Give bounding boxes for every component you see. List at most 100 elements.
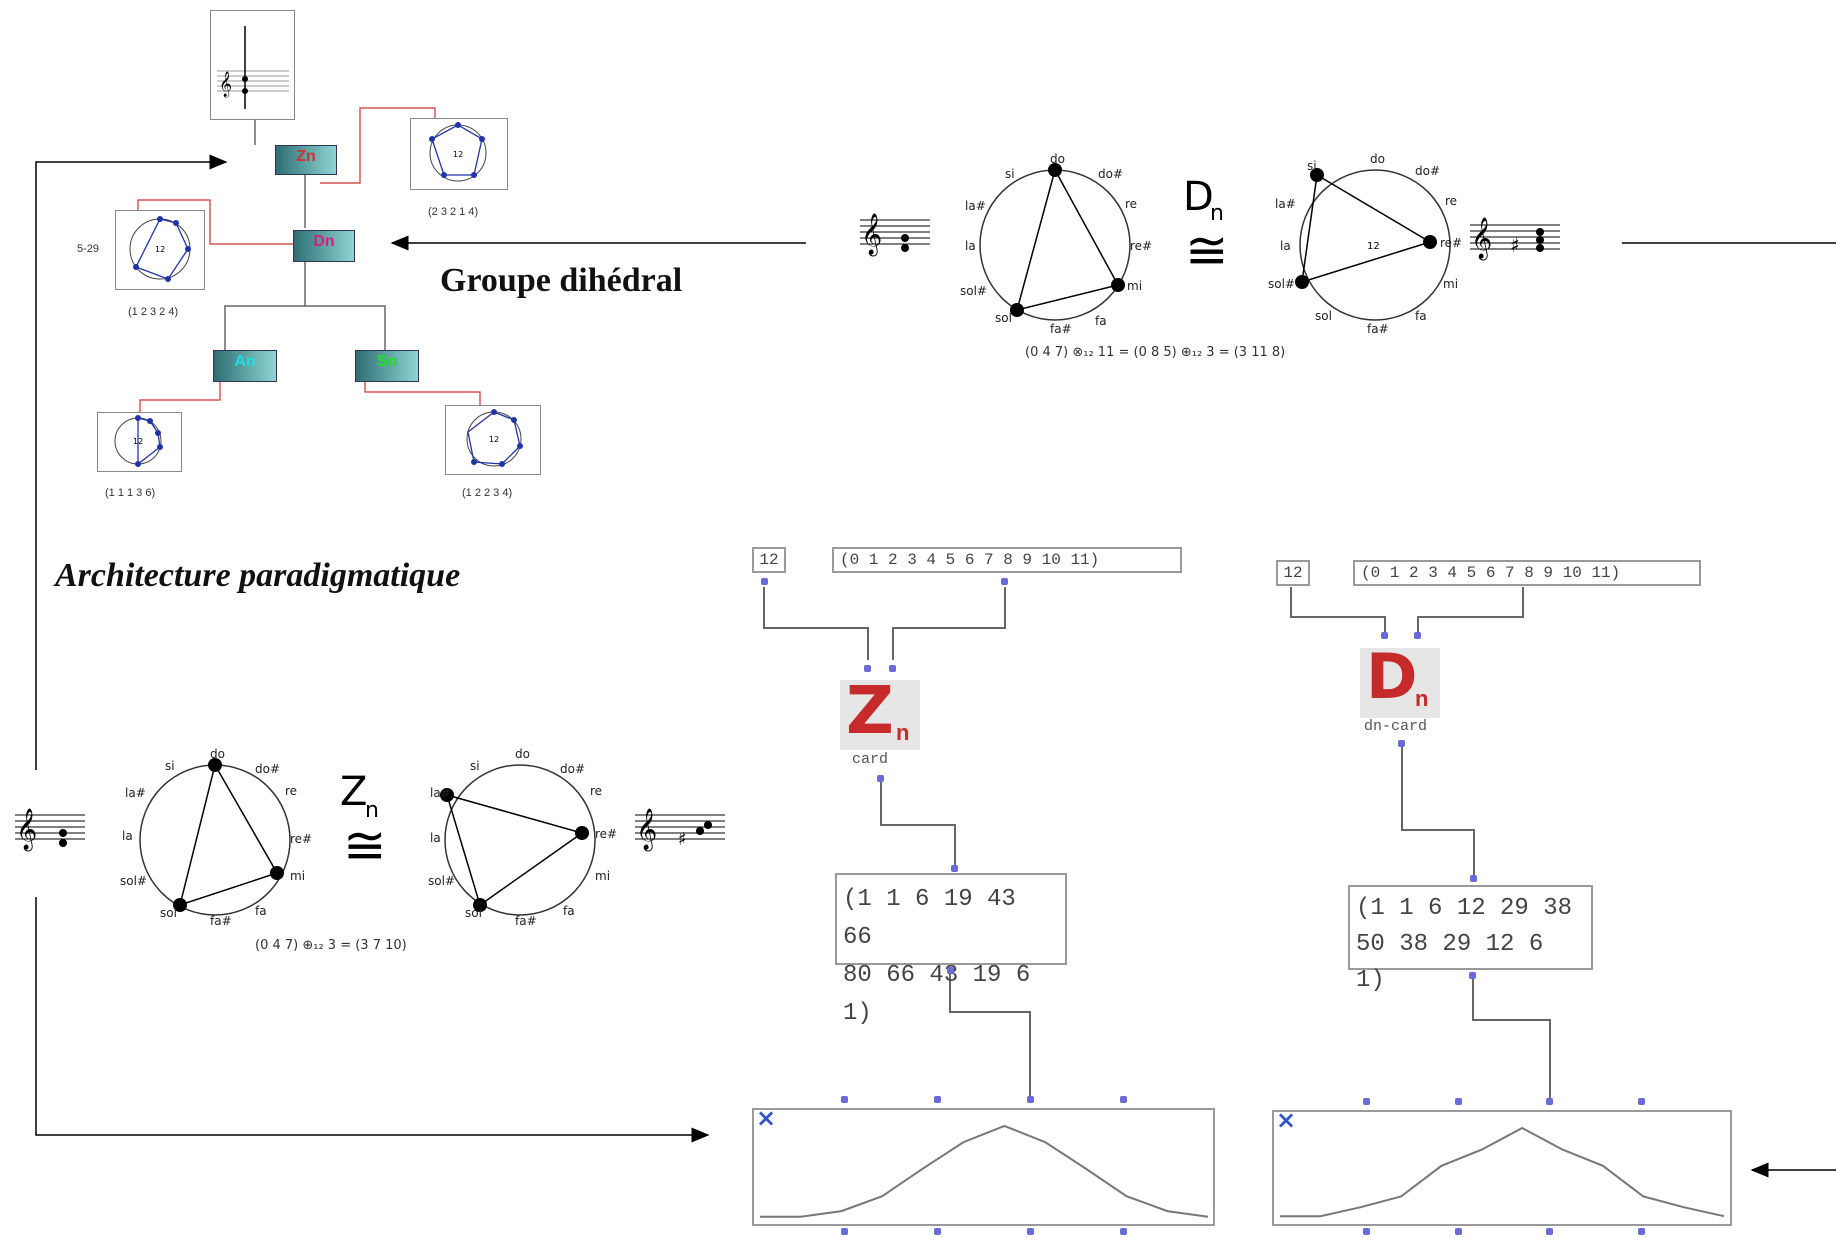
svg-text:♯: ♯ — [1510, 233, 1520, 257]
dn-icon[interactable]: Dn — [293, 230, 355, 262]
outlet-dot[interactable] — [947, 967, 954, 974]
inlet-dot[interactable] — [951, 865, 958, 872]
outlet-dot[interactable] — [1398, 740, 1405, 747]
svg-text:mi: mi — [1443, 277, 1458, 291]
inlet-dot[interactable] — [1455, 1098, 1462, 1105]
svg-text:do#: do# — [560, 762, 585, 776]
svg-text:re: re — [285, 784, 297, 798]
svg-text:fa#: fa# — [1050, 322, 1072, 336]
inlet-dot[interactable] — [1120, 1096, 1127, 1103]
inlet-dot[interactable] — [841, 1096, 848, 1103]
close-icon[interactable]: × — [756, 1104, 777, 1132]
caption-bottom-right: (1 2 2 3 4) — [462, 487, 513, 499]
svg-text:(0 4 7) ⊗₁₂ 11 = (0 8 5) ⊕: (0 4 7) ⊗₁₂ 11 = (0 8 5) ⊕₁₂ 3 = (3 11 8… — [1025, 345, 1285, 360]
svg-text:si: si — [1307, 159, 1317, 173]
outlet-dot[interactable] — [1455, 1228, 1462, 1235]
svg-text:♯: ♯ — [678, 829, 687, 850]
outlet-dot[interactable] — [761, 578, 768, 585]
svg-text:sol: sol — [1315, 309, 1332, 323]
score-icon-right: 𝄞 ♯ — [635, 808, 725, 851]
svg-text:fa#: fa# — [1367, 322, 1389, 336]
svg-text:re#: re# — [595, 827, 617, 841]
pitch-circle-icon: 12 — [114, 415, 163, 467]
inlet-dot[interactable] — [1027, 1096, 1034, 1103]
svg-text:D: D — [1183, 174, 1214, 220]
list-box[interactable]: (0 1 2 3 4 5 6 7 8 9 10 11) — [1353, 560, 1701, 586]
zn-caption: card — [852, 751, 889, 768]
svg-text:12: 12 — [155, 245, 165, 254]
svg-text:si: si — [1005, 167, 1015, 181]
score-window[interactable]: 𝄞 — [210, 10, 295, 120]
bpf-curve — [1280, 1126, 1725, 1218]
zn-icon[interactable]: Zn — [275, 145, 337, 175]
outlet-dot[interactable] — [877, 775, 884, 782]
number-box[interactable]: 12 — [752, 547, 786, 573]
staff-icon: 𝄞 — [217, 26, 289, 109]
inlet-dot[interactable] — [1363, 1098, 1370, 1105]
svg-text:la: la — [1280, 239, 1291, 253]
inlet-dot[interactable] — [864, 665, 871, 672]
zn-card-icon[interactable]: Z n — [840, 672, 920, 750]
svg-text:𝄞: 𝄞 — [219, 71, 232, 97]
svg-text:12: 12 — [133, 437, 143, 446]
icon-sub: n — [1415, 686, 1429, 711]
caption-left: (1 2 3 2 4) — [128, 306, 179, 318]
svg-text:la#: la# — [125, 786, 146, 800]
icon-main: Z — [846, 672, 894, 749]
inlet-dot[interactable] — [889, 665, 896, 672]
inlet-dot[interactable] — [1546, 1098, 1553, 1105]
inlet-dot[interactable] — [1414, 632, 1421, 639]
result-list-box[interactable]: (1 1 6 19 43 66 80 66 43 19 6 1) — [835, 873, 1067, 1027]
svg-text:≅: ≅ — [1185, 221, 1229, 281]
svg-text:fa: fa — [1415, 309, 1427, 323]
svg-text:fa: fa — [255, 904, 267, 918]
sn-icon[interactable]: Sn — [355, 350, 419, 382]
svg-text:sol#: sol# — [428, 874, 455, 888]
clock-circle-left[interactable]: 12 — [115, 210, 205, 290]
inlet-dot[interactable] — [1638, 1098, 1645, 1105]
an-icon[interactable]: An — [213, 350, 277, 382]
outlet-dot[interactable] — [1027, 1228, 1034, 1235]
pitch-circle-icon: 12 — [429, 122, 487, 182]
svg-text:Z: Z — [340, 769, 367, 815]
svg-text:fa#: fa# — [515, 914, 537, 928]
svg-text:la#: la# — [1275, 197, 1296, 211]
outlet-dot[interactable] — [1363, 1228, 1370, 1235]
outlet-dot[interactable] — [841, 1228, 848, 1235]
clock-circle-bottom-right[interactable]: 12 — [445, 405, 541, 475]
inlet-dot[interactable] — [934, 1096, 941, 1103]
svg-text:(0 4 7) ⊕₁₂ 3 = (3 7 10): (0 4 7) ⊕₁₂ 3 = (3 7 10) — [255, 938, 407, 953]
svg-text:𝄞: 𝄞 — [16, 808, 37, 851]
bpf-curve — [760, 1124, 1209, 1218]
outlet-dot[interactable] — [1469, 972, 1476, 979]
svg-text:n: n — [365, 798, 379, 823]
outlet-dot[interactable] — [1120, 1228, 1127, 1235]
number-box[interactable]: 12 — [1276, 560, 1310, 586]
svg-text:la: la — [965, 239, 976, 253]
clock-circle-top-right[interactable]: 12 — [410, 118, 508, 190]
outlet-dot[interactable] — [1546, 1228, 1553, 1235]
result-list-box[interactable]: (1 1 6 12 29 38 50 38 29 12 6 1) — [1348, 885, 1593, 994]
svg-text:12: 12 — [489, 435, 499, 444]
svg-text:do#: do# — [1415, 164, 1440, 178]
close-icon[interactable]: × — [1276, 1106, 1297, 1134]
clock-circle-bottom-left[interactable]: 12 — [97, 412, 182, 472]
outlet-dot[interactable] — [934, 1228, 941, 1235]
dn-card-icon[interactable]: D n — [1360, 640, 1440, 718]
result-line: (1 1 6 12 29 38 — [1356, 895, 1573, 922]
outlet-dot[interactable] — [1638, 1228, 1645, 1235]
dihedral-symbol: D n ≅ — [1183, 174, 1229, 281]
bpf-editor-right[interactable]: × — [1272, 1106, 1732, 1226]
bpf-editor-left[interactable]: × — [752, 1104, 1215, 1226]
inlet-dot[interactable] — [1381, 632, 1388, 639]
svg-text:la#: la# — [965, 199, 986, 213]
svg-text:la: la — [430, 831, 441, 845]
svg-text:𝄞: 𝄞 — [1471, 217, 1492, 260]
list-box[interactable]: (0 1 2 3 4 5 6 7 8 9 10 11) — [832, 547, 1182, 573]
inlet-dot[interactable] — [1470, 875, 1477, 882]
outlet-dot[interactable] — [1001, 578, 1008, 585]
groupe-dihedral-label: Groupe dihédral — [440, 262, 683, 299]
